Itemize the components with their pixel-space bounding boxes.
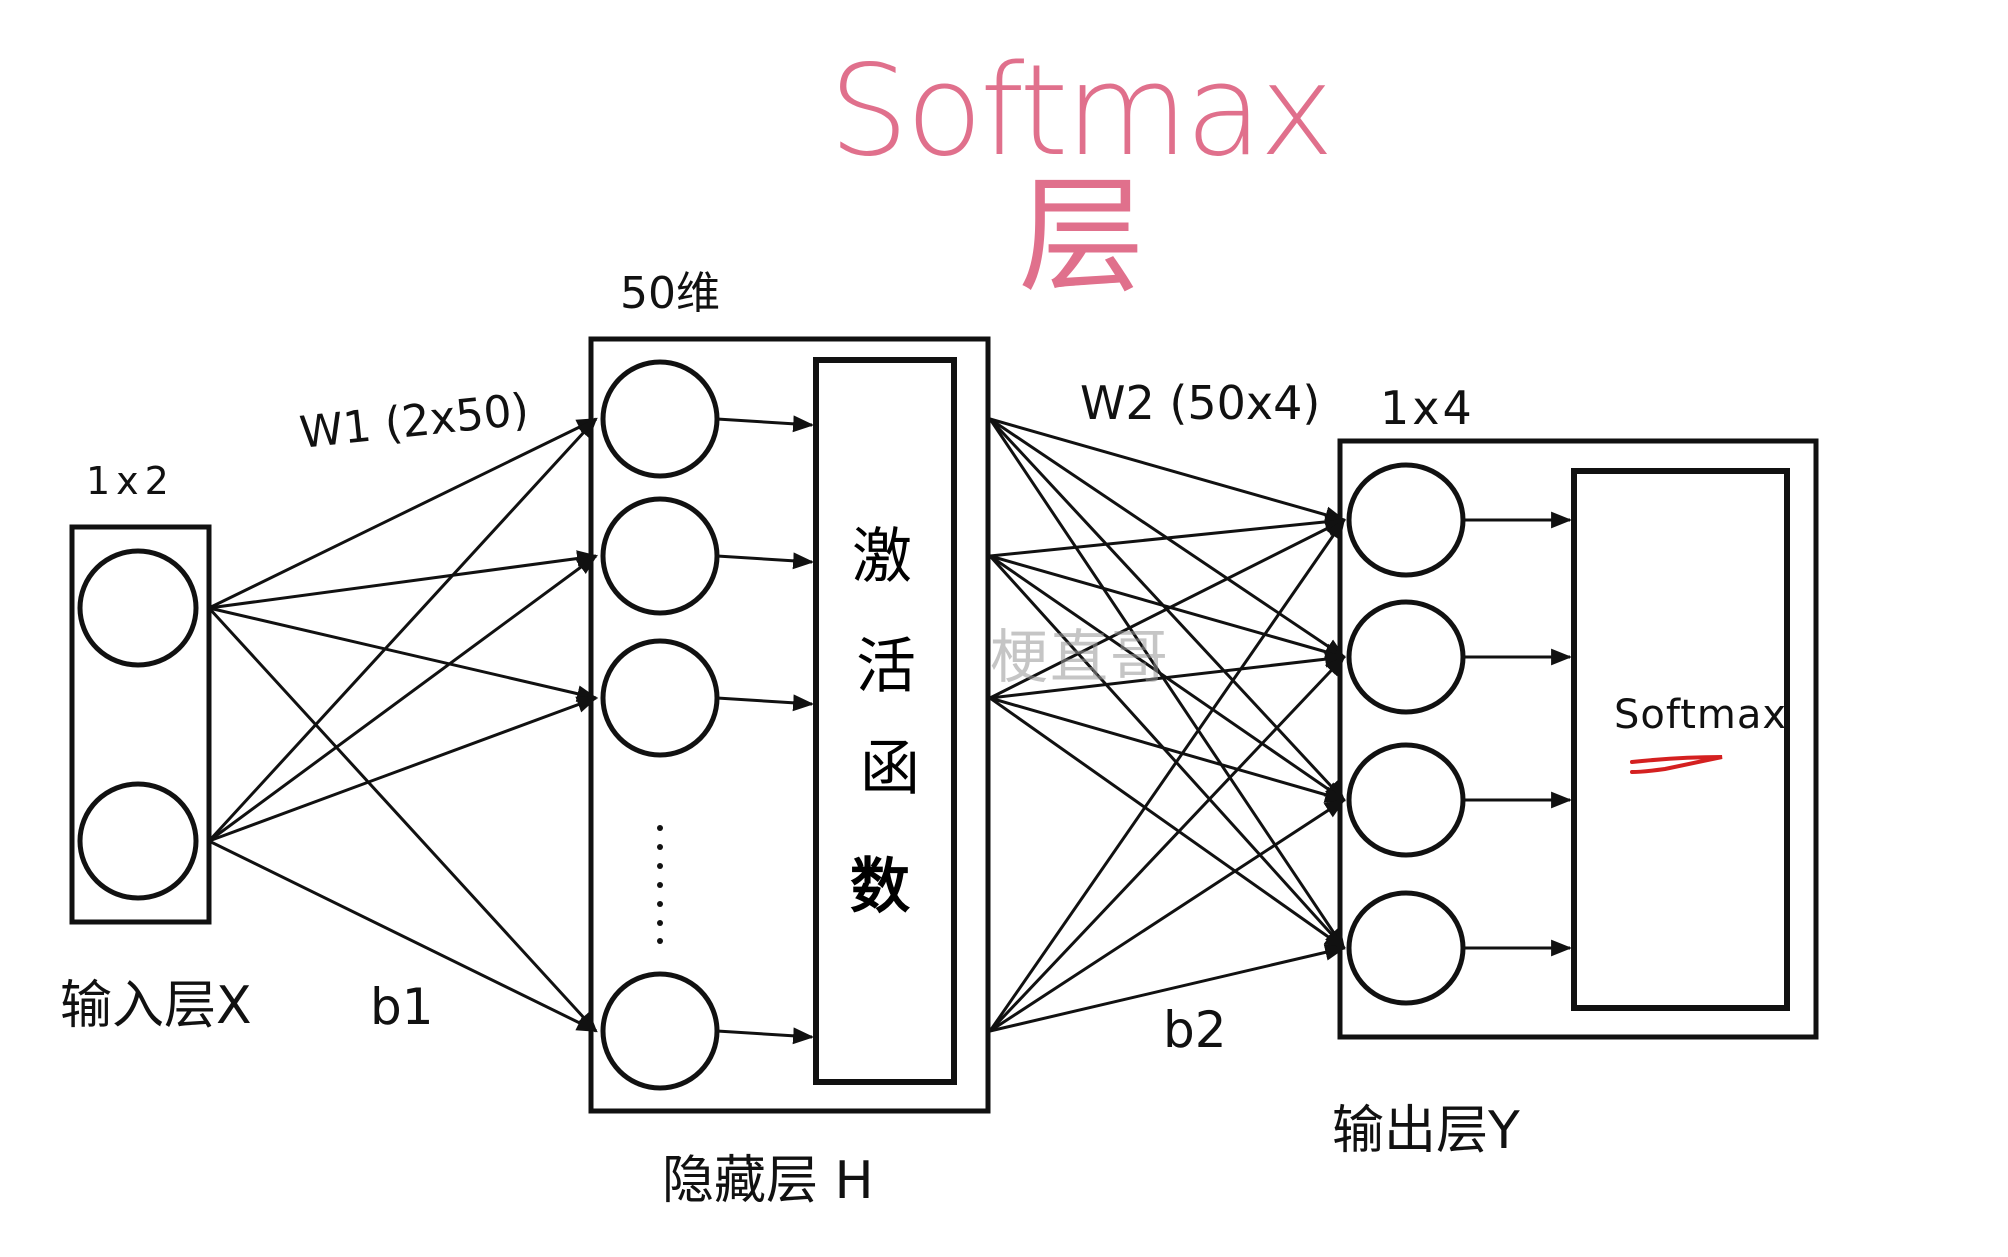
output-layer-label: 输出层Y [1332, 1101, 1520, 1161]
hidden-layer-label: 隐藏层 H [662, 1151, 874, 1211]
connection-line [208, 696, 598, 843]
output-node [1346, 462, 1466, 578]
output-node [1346, 742, 1466, 858]
connection-line [989, 650, 1347, 700]
b2-label: b2 [1163, 1001, 1227, 1059]
activation-char: 函 [860, 734, 920, 804]
input-shape-label: 1x2 [86, 459, 175, 503]
connection-line [989, 798, 1346, 1033]
arrow [716, 1027, 815, 1045]
activation-char: 活 [856, 632, 916, 702]
b1-label: b1 [370, 978, 434, 1036]
input-layer-label: 输入层X [60, 976, 252, 1036]
connection-line [989, 554, 1347, 660]
output-layer-box [1337, 438, 1819, 1040]
connection-line [207, 606, 598, 1033]
input-node [77, 548, 199, 668]
connection-line [989, 513, 1347, 558]
connection-line [208, 554, 598, 843]
connection-line [988, 518, 1346, 1032]
connection-line [989, 944, 1347, 1033]
watermark: 梗直哥 [990, 623, 1171, 691]
hidden-shape-label: 50维 [620, 268, 720, 319]
connection-line [989, 696, 1347, 803]
connection-line [208, 839, 598, 1033]
ellipsis-dots [657, 825, 663, 944]
connection-line [989, 417, 1347, 523]
softmax-underline [1630, 755, 1723, 774]
diagram-title: Softmax层 [828, 37, 1334, 310]
connection-line [208, 417, 598, 610]
connection-line [207, 417, 598, 843]
softmax-label: Softmax [1614, 692, 1788, 738]
hidden-node [600, 359, 720, 479]
connection-line [988, 418, 1346, 950]
arrow [716, 415, 815, 433]
activation-function-box [813, 357, 957, 1085]
w2-label: W2 (50x4) [1080, 376, 1321, 430]
hidden-node [600, 971, 720, 1091]
activation-char: 数 [850, 852, 910, 922]
output-node [1346, 890, 1466, 1006]
activation-char: 激 [852, 522, 912, 592]
hidden-output-connections [988, 417, 1347, 1033]
softmax-box [1571, 468, 1790, 1011]
hidden-layer-box [588, 336, 991, 1114]
input-hidden-connections [207, 417, 599, 1033]
connection-line [989, 696, 1346, 950]
output-node [1346, 599, 1466, 715]
connection-line [208, 550, 599, 610]
output-shape-label: 1x4 [1380, 381, 1475, 435]
hidden-node [600, 496, 720, 616]
connection-line [989, 518, 1346, 700]
input-node [77, 781, 199, 901]
connection-line [988, 554, 1346, 950]
hidden-node [600, 638, 720, 758]
input-layer-box [69, 524, 212, 925]
output-to-softmax-arrows [1463, 511, 1573, 957]
arrow [716, 552, 815, 570]
hidden-to-activation-arrows [716, 415, 815, 1045]
arrow [716, 694, 815, 712]
connection-line [988, 655, 1346, 1033]
connection-line [208, 606, 599, 702]
